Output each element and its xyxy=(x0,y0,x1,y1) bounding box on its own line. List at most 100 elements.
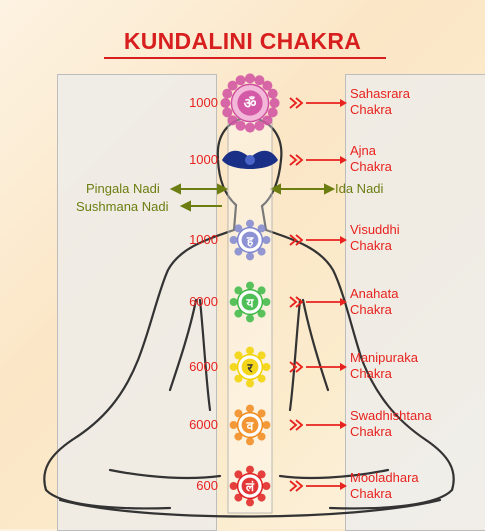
chakra-name-line2: Chakra xyxy=(350,302,392,317)
petal xyxy=(229,421,238,429)
chevron-right-icon xyxy=(295,234,304,246)
petal xyxy=(234,470,243,479)
petal xyxy=(246,437,254,446)
petal xyxy=(229,236,238,244)
petal xyxy=(222,107,233,118)
petal xyxy=(245,122,255,133)
petal-count: 1000 xyxy=(189,232,218,247)
petal xyxy=(257,224,266,233)
petal xyxy=(246,252,254,261)
petal xyxy=(234,493,243,502)
chakra-name-line1: Manipuraka xyxy=(350,350,418,365)
chakra-name-line2: Chakra xyxy=(350,424,392,439)
petal xyxy=(257,247,266,256)
petal xyxy=(269,98,280,108)
chevron-right-icon xyxy=(289,296,298,308)
petal xyxy=(246,379,254,388)
petal xyxy=(267,107,278,118)
petal-count: 600 xyxy=(196,478,218,493)
petal xyxy=(262,298,271,306)
chakra-swadhishtana: व xyxy=(229,404,347,446)
chevron-right-icon xyxy=(289,97,298,109)
petal xyxy=(234,374,243,383)
arrowhead-icon xyxy=(340,482,347,490)
chakra-symbol: र xyxy=(247,361,254,375)
page-title: KUNDALINI CHAKRA xyxy=(123,28,362,54)
petal xyxy=(246,465,254,474)
ida-arrowhead-right xyxy=(324,183,336,195)
arrowhead-icon xyxy=(340,99,347,107)
petal-count: 1000 xyxy=(189,95,218,110)
ida-arrowhead xyxy=(269,183,281,195)
chakra-name-line1: Visuddhi xyxy=(350,222,400,237)
ajna-center xyxy=(245,155,255,165)
chevron-right-icon xyxy=(295,296,304,308)
chakra-visuddhi: ह xyxy=(229,219,347,261)
petal xyxy=(257,374,266,383)
petal xyxy=(262,236,271,244)
petal xyxy=(262,80,273,91)
petal xyxy=(262,421,271,429)
petal xyxy=(246,498,254,507)
chakra-symbol: ॐ xyxy=(244,95,257,112)
petal xyxy=(222,88,233,99)
chakra-symbol: व xyxy=(246,419,255,433)
petal-count: 6000 xyxy=(189,417,218,432)
petal xyxy=(257,470,266,479)
petal xyxy=(227,80,238,91)
chakra-core xyxy=(241,293,259,311)
chakra-core xyxy=(241,416,259,434)
petal xyxy=(235,75,246,86)
chakra-symbol: ह xyxy=(246,234,254,248)
chakra-name-line1: Sahasrara xyxy=(350,86,410,101)
pingala-nadi-label: Pingala Nadi xyxy=(86,181,160,196)
sushmana-nadi-label: Sushmana Nadi xyxy=(76,199,169,214)
petal xyxy=(257,493,266,502)
petal xyxy=(245,73,255,84)
chevron-right-icon xyxy=(289,419,298,431)
petal-count: 6000 xyxy=(189,294,218,309)
petal xyxy=(254,120,265,131)
chakra-core xyxy=(241,231,259,249)
petal xyxy=(234,224,243,233)
petal xyxy=(234,309,243,318)
chakra-anahata: य xyxy=(229,281,347,323)
arrowhead-icon xyxy=(340,156,347,164)
arrowhead-icon xyxy=(340,363,347,371)
chakra-ajna xyxy=(222,150,347,169)
chakra-name-line2: Chakra xyxy=(350,102,392,117)
pingala-arrowhead xyxy=(217,183,229,195)
chevron-right-icon xyxy=(295,480,304,492)
petal xyxy=(229,363,238,371)
left-panel xyxy=(57,74,217,531)
petal xyxy=(246,281,254,290)
petal xyxy=(246,346,254,355)
chevron-right-icon xyxy=(289,154,298,166)
chakra-core xyxy=(241,358,259,376)
chakra-sahasrara: ॐ xyxy=(220,73,347,133)
petal xyxy=(262,115,273,126)
petal xyxy=(257,309,266,318)
petal xyxy=(262,482,271,490)
petal xyxy=(229,482,238,490)
petal xyxy=(246,314,254,323)
chakra-name-line1: Swadhishtana xyxy=(350,408,432,423)
chevron-right-icon xyxy=(295,154,304,166)
chevron-right-icon xyxy=(295,419,304,431)
sushmana-arrowhead xyxy=(179,200,191,212)
petal xyxy=(254,75,265,86)
chevron-right-icon xyxy=(295,361,304,373)
petal xyxy=(234,286,243,295)
petal xyxy=(262,363,271,371)
petal xyxy=(235,120,246,131)
chakra-symbol: य xyxy=(246,296,255,310)
